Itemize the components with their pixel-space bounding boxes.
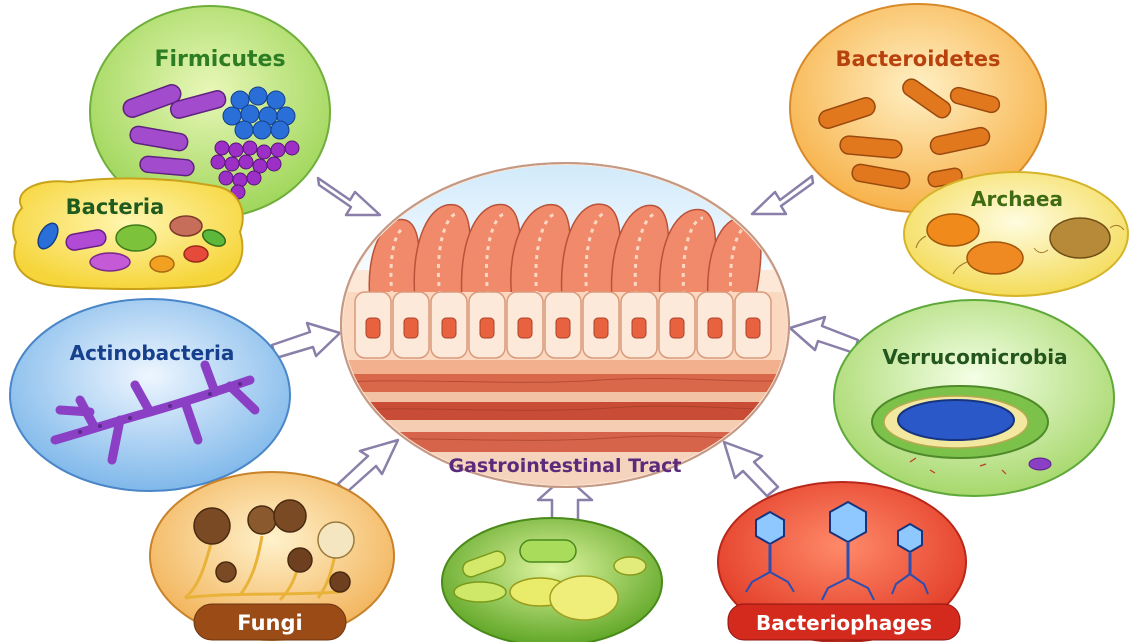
arrow-fungi — [338, 440, 398, 492]
arrow-actinobacteria — [272, 323, 340, 358]
firmicutes-label: Firmicutes — [154, 47, 285, 72]
bacteroidetes-label: Bacteroidetes — [836, 47, 1001, 71]
epithelial-cells — [340, 292, 790, 362]
archaea-bubble: Archaea — [904, 172, 1128, 296]
actinobacteria-label: Actinobacteria — [70, 341, 235, 365]
bacteria-bubble: Bacteria — [13, 179, 243, 289]
verrucomicrobia-bubble: Verrucomicrobia — [834, 300, 1114, 496]
verrucomicrobia-label: Verrucomicrobia — [882, 345, 1067, 369]
arrow-bacteriophages — [724, 442, 778, 496]
arrow-bacteroidetes — [752, 176, 813, 214]
actinobacteria-bubble: Actinobacteria — [10, 299, 290, 491]
gi-tract-illustration — [340, 160, 790, 492]
arrow-verrucomicrobia — [790, 317, 858, 353]
green-microbes-bubble — [442, 518, 662, 642]
fungi-bubble: Fungi — [150, 472, 394, 640]
bacteriophages-bubble: Bacteriophages — [718, 482, 966, 642]
center-title: Gastrointestinal Tract — [448, 455, 681, 477]
bacteria-label: Bacteria — [66, 195, 165, 219]
fungi-label: Fungi — [237, 611, 302, 635]
bacteriophages-label: Bacteriophages — [756, 611, 932, 635]
archaea-label: Archaea — [971, 187, 1063, 211]
arrow-firmicutes — [318, 178, 380, 215]
